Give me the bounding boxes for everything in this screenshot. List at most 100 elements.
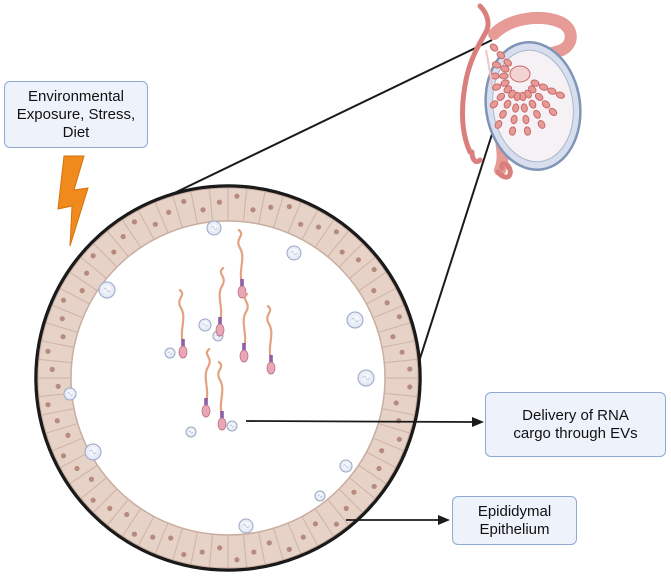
cell-nucleus — [298, 221, 304, 227]
seminiferous-tubule — [548, 107, 558, 116]
cell-nucleus — [216, 199, 222, 205]
epithelial-cell-wall — [122, 219, 142, 248]
sperm-tail — [217, 360, 224, 418]
seminiferous-tubule — [508, 126, 517, 136]
cell-nucleus — [150, 534, 156, 540]
cell-nucleus — [333, 229, 340, 235]
cell-nucleus — [124, 511, 130, 518]
epithelial-cell-wall — [358, 272, 387, 292]
cell-nucleus — [59, 316, 65, 322]
lightning-bolt-icon — [57, 155, 89, 247]
cell-nucleus — [343, 505, 349, 512]
cell-nucleus — [181, 551, 187, 558]
cell-nucleus — [312, 521, 318, 527]
delivery-line-1: Delivery of RNA — [522, 406, 629, 424]
epithelial-cell-wall — [349, 477, 376, 499]
cell-nucleus — [286, 204, 292, 210]
sperm-tail — [242, 292, 249, 350]
sperm-tail — [237, 228, 244, 286]
epithelial-cell-wall — [242, 534, 248, 568]
cell-nucleus — [74, 465, 80, 472]
cell-nucleus — [315, 224, 322, 230]
seminiferous-tubule — [528, 99, 537, 109]
epithelial-cell-wall — [46, 322, 78, 333]
sperm-head — [201, 404, 211, 418]
cell-nucleus — [45, 348, 51, 354]
epithelial-cell-wall — [137, 516, 155, 546]
epithelial-cell-wall — [93, 488, 118, 513]
cell-nucleus — [54, 418, 60, 424]
cell-nucleus — [60, 297, 67, 303]
seminiferous-tubule — [533, 109, 541, 119]
epithelial-cell-wall — [137, 210, 155, 240]
sperm-midpiece — [181, 339, 185, 347]
sperm-head — [178, 345, 188, 359]
seminiferous-tubule — [489, 100, 499, 109]
sperm-head — [237, 285, 247, 299]
cell-nucleus — [120, 234, 126, 240]
epithelial-cell-wall — [69, 464, 98, 484]
cell-nucleus — [111, 249, 117, 255]
seminiferous-tubule — [500, 65, 510, 73]
sperm-head — [215, 323, 225, 337]
epithelial-cell-wall — [338, 488, 363, 513]
epithelial-cell-wall — [358, 464, 387, 484]
cell-nucleus — [60, 334, 66, 340]
cell-nucleus — [55, 383, 61, 389]
epithelium-arrow — [346, 515, 450, 525]
cell-nucleus — [407, 366, 413, 372]
cell-nucleus — [217, 545, 223, 551]
seminiferous-tubule — [491, 83, 502, 91]
seminiferous-tubule — [520, 103, 528, 113]
sperm-tail — [266, 304, 273, 362]
epithelial-cell-wall — [172, 528, 183, 560]
cell-nucleus — [107, 505, 113, 512]
epithelial-cell-wall — [301, 210, 319, 240]
cell-nucleus — [60, 453, 67, 459]
cell-nucleus — [79, 288, 85, 294]
epithelial-cell-wall — [327, 230, 349, 257]
epithelial-cell-wall — [384, 392, 418, 398]
vesicle-rna-strand — [67, 392, 73, 396]
epithelial-cell-wall — [366, 287, 396, 305]
cell-nucleus — [49, 366, 55, 372]
delivery-line-2: cargo through EVs — [513, 424, 638, 442]
epithelial-cell-wall — [60, 451, 90, 469]
epithelium-line-2: Epithelium — [479, 520, 550, 538]
seminiferous-tubule — [499, 109, 507, 119]
cell-nucleus — [390, 334, 396, 340]
seminiferous-tubule — [503, 58, 512, 67]
epithelial-cell-wall — [80, 257, 107, 279]
seminiferous-tubule — [490, 72, 500, 80]
cell-nucleus — [131, 531, 138, 537]
epithelial-cell-wall — [122, 508, 142, 537]
seminiferous-tubule — [530, 79, 540, 87]
epithelial-cell-wall — [190, 531, 198, 565]
cell-nucleus — [286, 546, 292, 552]
seminiferous-tubule — [538, 83, 549, 91]
cell-nucleus — [65, 432, 71, 438]
cell-nucleus — [84, 270, 90, 276]
seminiferous-tubule — [494, 119, 503, 129]
sperm-midpiece — [220, 411, 224, 419]
epithelial-cell-wall — [372, 304, 404, 319]
epithelial-cell-wall — [93, 243, 118, 268]
epithelium-line-1: Epididymal — [477, 502, 552, 520]
cell-nucleus — [250, 207, 256, 213]
epithelial-cell-wall — [273, 528, 284, 560]
vesicle-rna-strand — [362, 375, 370, 381]
sperm-tail — [178, 288, 185, 346]
environment-line-1: Environmental — [28, 87, 124, 105]
seminiferous-tubule — [537, 119, 546, 129]
epithelial-cell-wall — [314, 508, 334, 537]
cell-nucleus — [407, 384, 413, 390]
rna-delivery-label: Delivery of RNA cargo through EVs — [485, 392, 666, 457]
cell-nucleus — [371, 483, 377, 490]
epithelial-cell-wall — [287, 522, 302, 554]
seminiferous-tubule — [523, 126, 532, 136]
epithelial-cell-wall — [41, 340, 75, 348]
vesicle-rna-strand — [317, 494, 323, 498]
cell-nucleus — [88, 476, 95, 482]
epithelial-cell-wall — [258, 191, 266, 225]
seminiferous-tubule — [503, 99, 512, 109]
